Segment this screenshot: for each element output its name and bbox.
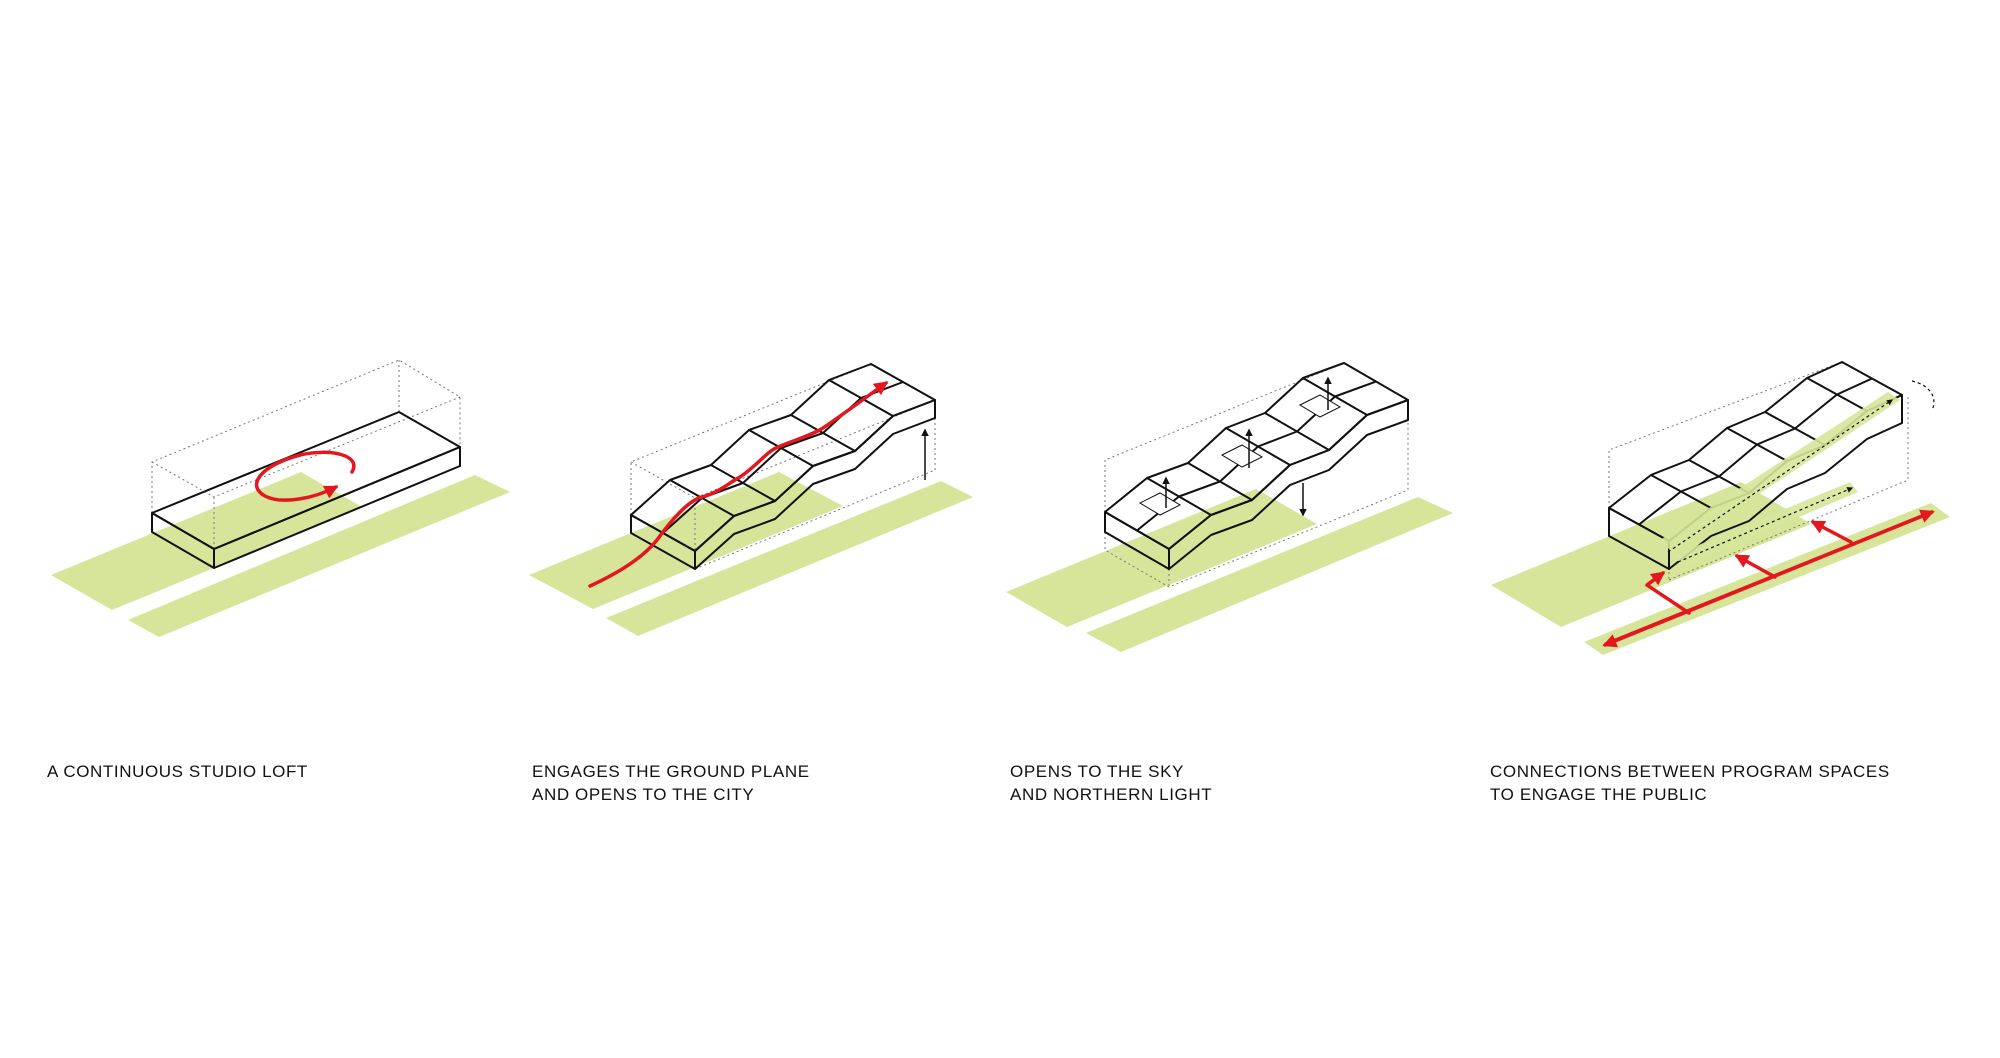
- caption-line: AND NORTHERN LIGHT: [1010, 785, 1213, 804]
- internal-connection-arrows: [1667, 399, 1893, 563]
- rotation-arrow: [1911, 380, 1935, 411]
- caption-line: TO ENGAGE THE PUBLIC: [1490, 785, 1708, 804]
- ground-plane: [1006, 489, 1317, 627]
- caption-line: ENGAGES THE GROUND PLANE: [532, 762, 810, 781]
- diagram-program-connections: [1491, 361, 1950, 655]
- ground-plane: [51, 472, 362, 610]
- stepped-volume: [1104, 362, 1409, 570]
- public-connection-arrows: [1602, 509, 1935, 648]
- street-strip: [128, 475, 510, 637]
- ground-plane: [529, 472, 843, 609]
- skylight-openings: [1138, 394, 1342, 516]
- ridge-line: [1136, 380, 1377, 532]
- circular-flow-arrow: [254, 450, 356, 502]
- street-strip: [1086, 497, 1453, 652]
- street-strip: [606, 481, 973, 636]
- envelope-outline: [151, 359, 461, 549]
- caption-program-connections: CONNECTIONS BETWEEN PROGRAM SPACES TO EN…: [1490, 760, 1890, 806]
- stepped-volume: [630, 363, 936, 570]
- roof-surface: [630, 363, 936, 552]
- caption-northern-light: OPENS TO THE SKY AND NORTHERN LIGHT: [1010, 760, 1212, 806]
- envelope-outline: [630, 363, 936, 570]
- roof-surface: [1104, 362, 1409, 550]
- caption-ground-plane: ENGAGES THE GROUND PLANE AND OPENS TO TH…: [532, 760, 810, 806]
- caption-line: CONNECTIONS BETWEEN PROGRAM SPACES: [1490, 762, 1890, 781]
- ground-to-roof-path-arrow: [588, 381, 889, 588]
- caption-studio-loft: A CONTINUOUS STUDIO LOFT: [47, 760, 308, 783]
- caption-line: AND OPENS TO THE CITY: [532, 785, 755, 804]
- loft-volume: [151, 411, 461, 569]
- diagram-northern-light: [1006, 362, 1453, 652]
- diagram-studio-loft: [51, 359, 510, 637]
- ridge-line: [1638, 377, 1873, 526]
- light-arrows: [1162, 376, 1332, 517]
- envelope-outline: [1608, 361, 1909, 581]
- caption-line: OPENS TO THE SKY: [1010, 762, 1184, 781]
- interior-green-band: [1660, 392, 1900, 552]
- diagram-ground-plane: [529, 363, 973, 636]
- envelope-outline: [1104, 362, 1409, 588]
- caption-line: A CONTINUOUS STUDIO LOFT: [47, 762, 308, 781]
- ground-plane: [1491, 482, 1811, 627]
